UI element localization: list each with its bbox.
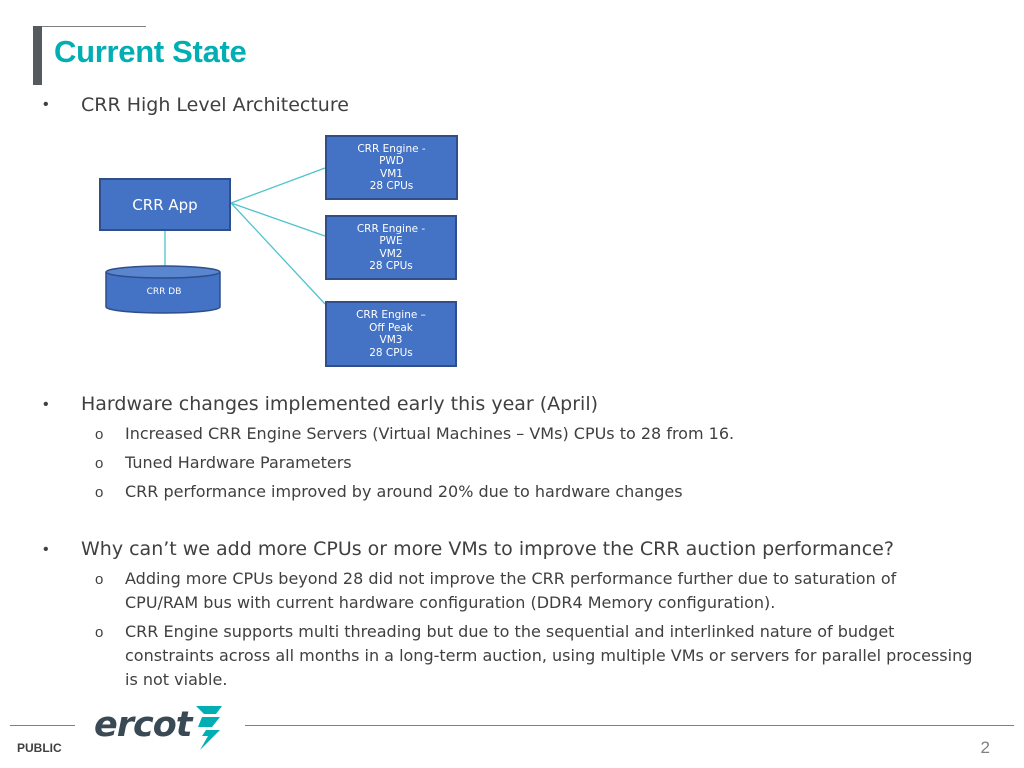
engine-box-1: CRR Engine - PWD VM1 28 CPUs (325, 135, 458, 200)
slide-title: Current State (54, 34, 247, 69)
engine-3-line: CRR Engine – (356, 309, 426, 321)
connector-app-engine2 (230, 202, 326, 237)
ercot-bolt-icon (196, 706, 222, 750)
why-item-2-line: constraints across all months in a long-… (125, 646, 973, 665)
engine-3-line: 28 CPUs (369, 346, 413, 359)
engine-box-3: CRR Engine – Off Peak VM3 28 CPUs (325, 301, 457, 367)
engine-2-line: VM2 (379, 247, 403, 260)
bullet-architecture: CRR High Level Architecture (81, 94, 349, 116)
classification-label: PUBLIC (17, 741, 62, 755)
connector-app-engine1 (230, 167, 326, 204)
title-top-rule (42, 26, 146, 27)
crr-db-cylinder (105, 265, 221, 314)
title-accent-bar (33, 26, 42, 85)
crr-app-label: CRR App (132, 195, 198, 214)
engine-2-line: CRR Engine - (356, 222, 426, 235)
why-item-1-line: Adding more CPUs beyond 28 did not impro… (125, 569, 897, 588)
why-item-2-line: CRR Engine supports multi threading but … (125, 622, 895, 641)
crr-db-label: CRR DB (146, 287, 182, 297)
crr-app-box: CRR App (99, 178, 231, 231)
sub-bullet-marker: o (95, 571, 104, 588)
connector-app-engine3 (230, 202, 326, 305)
hw-item: CRR performance improved by around 20% d… (125, 482, 683, 501)
bullet-dot: • (43, 396, 49, 413)
footer-rule-left (10, 725, 75, 726)
bullet-dot: • (43, 96, 49, 113)
bullet-hardware: Hardware changes implemented early this … (81, 393, 599, 415)
sub-bullet-marker: o (95, 455, 104, 472)
engine-2-line: PWE (379, 235, 403, 247)
sub-bullet-marker: o (95, 624, 104, 641)
engine-1-line: PWD (379, 155, 404, 167)
ercot-logo-text: ercot (94, 705, 194, 745)
engine-3-line: Off Peak (369, 321, 413, 334)
footer-rule-right (245, 725, 1014, 726)
sub-bullet-marker: o (95, 426, 104, 443)
engine-1-line: CRR Engine - (357, 142, 426, 155)
engine-box-2: CRR Engine - PWE VM2 28 CPUs (325, 215, 457, 280)
hw-item: Increased CRR Engine Servers (Virtual Ma… (125, 424, 735, 443)
engine-2-line: 28 CPUs (369, 260, 413, 272)
hw-item: Tuned Hardware Parameters (125, 453, 352, 472)
why-item-2-line: is not viable. (125, 670, 228, 689)
ercot-logo: ercot (94, 705, 222, 750)
bullet-dot: • (43, 541, 49, 558)
why-item-1-line: CPU/RAM bus with current hardware config… (125, 593, 776, 612)
engine-3-line: VM3 (379, 334, 403, 346)
engine-1-line: VM1 (380, 167, 403, 180)
engine-1-line: 28 CPUs (369, 180, 414, 192)
sub-bullet-marker: o (95, 484, 104, 501)
bullet-why: Why can’t we add more CPUs or more VMs t… (81, 538, 894, 560)
page-number: 2 (980, 738, 990, 757)
